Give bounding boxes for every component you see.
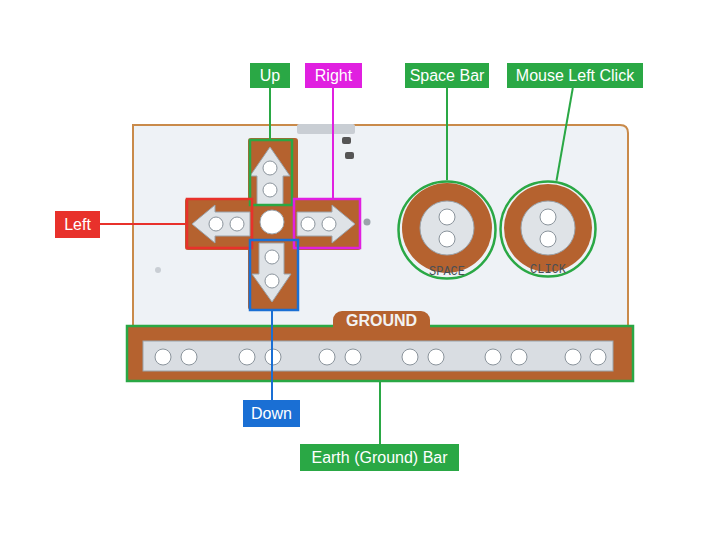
callout-label: Space Bar xyxy=(410,68,485,84)
callout-box: GROUND xyxy=(333,311,430,331)
mount-hole xyxy=(364,219,371,226)
callout-label: Up xyxy=(260,68,280,84)
pad-hole xyxy=(265,250,279,264)
callout-box: Earth (Ground) Bar xyxy=(300,444,459,471)
component-mark xyxy=(345,152,354,159)
callout-label: Right xyxy=(315,68,352,84)
circle-outline xyxy=(399,182,496,279)
space-copper xyxy=(402,183,492,273)
circle-outline xyxy=(501,182,596,277)
pad-hole xyxy=(230,217,244,231)
leader-line xyxy=(100,223,187,225)
pad-hole xyxy=(439,231,455,247)
callout-label: Earth (Ground) Bar xyxy=(311,450,447,466)
callout-box: Mouse Left Click xyxy=(507,63,643,88)
pad-hole xyxy=(540,209,556,225)
pad-hole xyxy=(263,161,277,175)
down-arrow-pad xyxy=(252,243,291,302)
leader-line xyxy=(446,88,448,180)
pad-hole xyxy=(322,217,336,231)
callout-label: Mouse Left Click xyxy=(516,68,634,84)
button-region: SPACE xyxy=(397,180,497,280)
left-outline xyxy=(187,199,252,248)
callout-label: Down xyxy=(251,406,292,422)
callout-box: Right xyxy=(305,63,362,88)
leader-line xyxy=(269,88,271,140)
callout-label: GROUND xyxy=(346,313,417,329)
click-pad xyxy=(521,201,575,255)
pad-hole xyxy=(265,274,279,288)
ground-strip xyxy=(143,341,613,371)
circle-outline xyxy=(397,180,497,280)
silkscreen-label: CLICK xyxy=(530,264,566,276)
leader-line xyxy=(271,310,273,400)
down-outline xyxy=(250,240,298,310)
ground-copper xyxy=(128,326,632,381)
callout-label: Left xyxy=(64,217,91,233)
pad-hole xyxy=(301,217,315,231)
pad-hole xyxy=(540,231,556,247)
usb-connector xyxy=(297,124,355,134)
right-outline xyxy=(294,199,360,248)
up-arrow-pad xyxy=(250,147,290,205)
up-outline xyxy=(250,140,292,205)
pad-hole xyxy=(263,183,277,197)
pad-hole xyxy=(439,209,455,225)
callout-box: Left xyxy=(55,211,100,238)
callout-box: Space Bar xyxy=(405,63,489,88)
silkscreen-label: SPACE xyxy=(429,266,465,278)
center-hole xyxy=(260,210,284,234)
right-arrow-pad xyxy=(297,205,355,243)
leader-line xyxy=(379,381,381,444)
button-region: CLICK xyxy=(499,180,597,278)
ground-holes xyxy=(155,349,606,365)
callout-box: Up xyxy=(250,63,290,88)
board-outline xyxy=(133,125,628,380)
pad-hole xyxy=(209,217,223,231)
leader-line xyxy=(332,88,334,199)
left-arrow-pad xyxy=(192,205,250,243)
leader-line xyxy=(556,88,572,181)
mount-hole xyxy=(155,267,161,273)
component-mark xyxy=(342,137,351,144)
space-pad xyxy=(420,201,474,255)
click-copper xyxy=(504,184,592,272)
callout-box: Down xyxy=(243,400,300,427)
ground-outline xyxy=(127,326,633,381)
